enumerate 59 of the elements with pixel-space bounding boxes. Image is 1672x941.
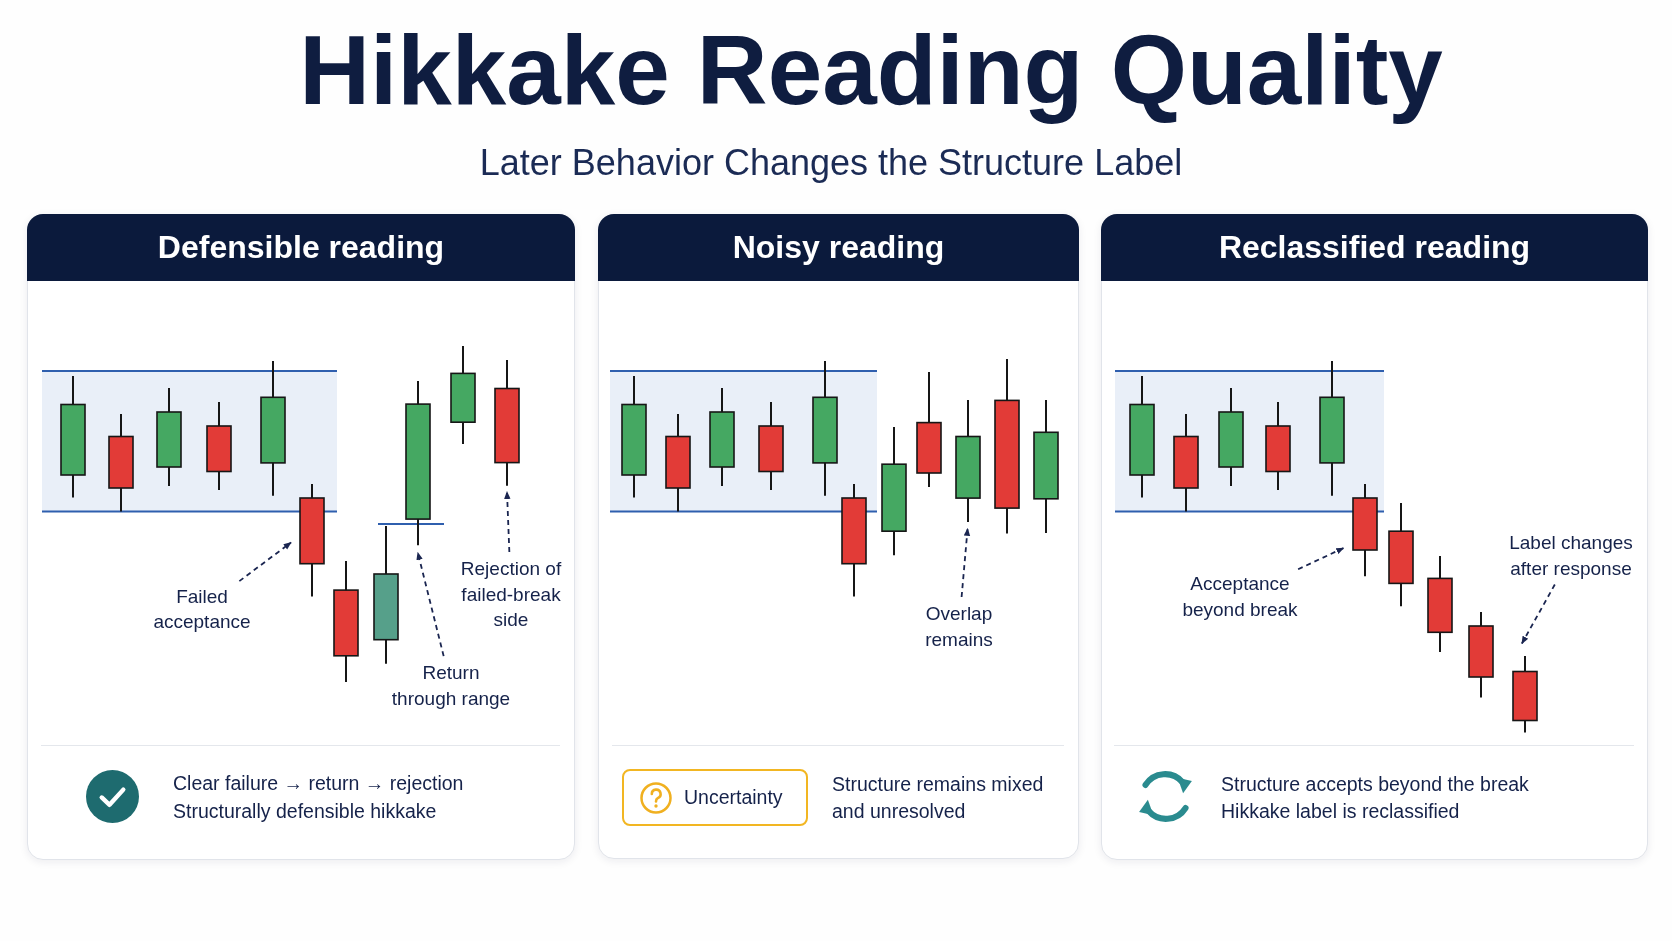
summary-text: Structure accepts beyond the break bbox=[1221, 772, 1529, 797]
annotation-text: Overlap remains bbox=[925, 601, 993, 652]
candlestick bbox=[1387, 501, 1414, 607]
badge-label: Uncertainty bbox=[684, 786, 783, 809]
annotation-text: Acceptance beyond break bbox=[1182, 571, 1298, 622]
candlestick bbox=[993, 357, 1020, 534]
candlestick bbox=[665, 413, 691, 513]
candlestick bbox=[372, 524, 399, 665]
leader-arrow bbox=[504, 490, 511, 553]
candlestick bbox=[1319, 359, 1345, 497]
candlestick bbox=[494, 359, 520, 487]
title: Hikkake Reading Quality bbox=[299, 14, 1443, 127]
candlestick bbox=[299, 483, 325, 598]
candlestick bbox=[260, 359, 287, 497]
leader-arrow bbox=[416, 551, 445, 657]
panel-header: Defensible reading bbox=[27, 214, 575, 281]
candlestick bbox=[450, 344, 476, 445]
candlestick bbox=[1427, 555, 1454, 653]
candlestick bbox=[1218, 387, 1244, 487]
candlestick bbox=[840, 483, 867, 598]
panel-header: Noisy reading bbox=[598, 214, 1079, 281]
candlestick bbox=[812, 359, 839, 497]
candlestick bbox=[1128, 375, 1155, 499]
subtitle: Later Behavior Changes the Structure Label bbox=[479, 142, 1183, 184]
candlestick bbox=[404, 380, 431, 547]
panel-header: Reclassified reading bbox=[1101, 214, 1648, 281]
candlestick bbox=[1351, 483, 1378, 578]
candlestick bbox=[60, 375, 87, 499]
candlestick bbox=[206, 401, 232, 491]
annotation-text: Label changes after response bbox=[1509, 530, 1633, 581]
leader-arrow bbox=[238, 541, 292, 582]
candlestick bbox=[621, 375, 647, 499]
candlestick bbox=[757, 401, 784, 491]
candlestick bbox=[1033, 399, 1059, 534]
candlestick bbox=[1468, 611, 1494, 699]
panel-card bbox=[27, 214, 575, 860]
candlestick bbox=[916, 371, 942, 488]
summary-text: Structure remains mixed and unresolved bbox=[832, 772, 1044, 824]
candlestick bbox=[332, 559, 359, 683]
candlestick bbox=[1511, 654, 1538, 733]
annotation-text: Failed acceptance bbox=[153, 583, 251, 635]
candlestick bbox=[1265, 401, 1291, 491]
summary-text: Clear failure → return → rejection bbox=[173, 771, 464, 796]
candlestick bbox=[108, 413, 134, 513]
candlestick bbox=[954, 398, 981, 523]
leader-arrow bbox=[960, 527, 971, 598]
panel-card bbox=[598, 214, 1079, 859]
summary-text: Structurally defensible hikkake bbox=[173, 799, 437, 824]
candlestick bbox=[155, 387, 182, 487]
summary-text: Hikkake label is reclassified bbox=[1221, 799, 1460, 824]
annotation-text: Rejection of failed-break side bbox=[460, 556, 562, 633]
candlestick bbox=[881, 425, 907, 556]
leader-arrow bbox=[1521, 583, 1556, 645]
annotation-text: Return through range bbox=[391, 660, 511, 711]
status-badge bbox=[622, 769, 808, 826]
panel-card bbox=[1101, 214, 1648, 860]
candlestick bbox=[709, 387, 735, 487]
candlestick bbox=[1173, 413, 1200, 513]
leader-arrow bbox=[1297, 547, 1345, 571]
